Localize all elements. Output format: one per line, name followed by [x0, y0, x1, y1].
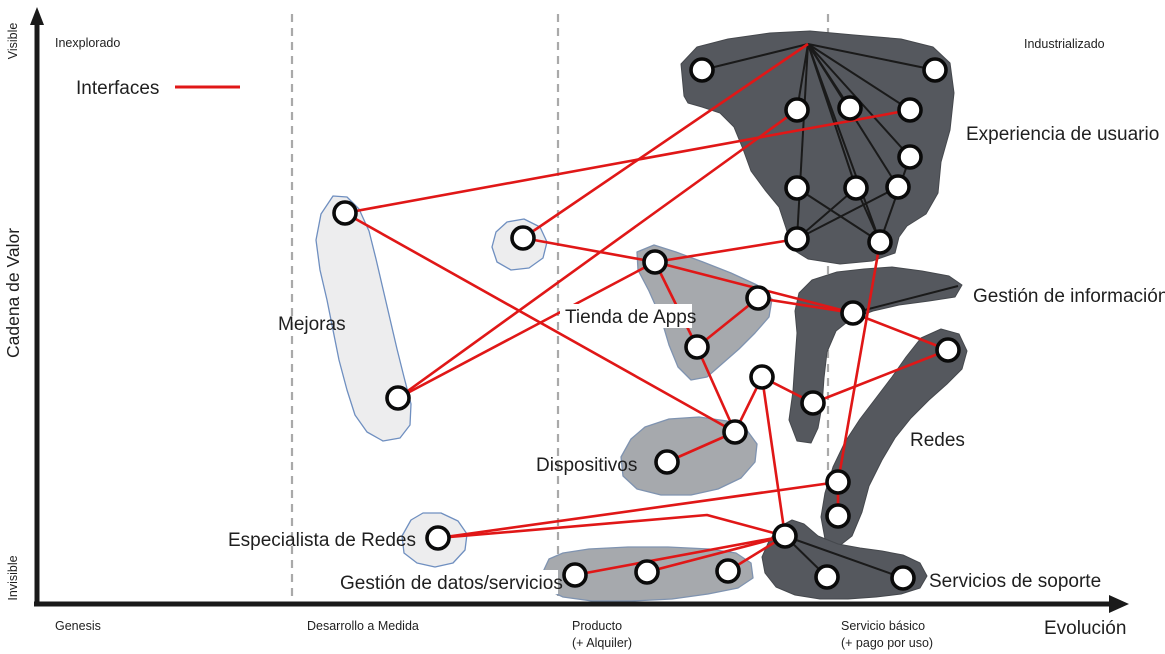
map-node-M1: [749, 364, 775, 390]
y-axis-arrowhead: [30, 7, 44, 25]
label-gestion-datos: Gestión de datos/servicios: [340, 573, 563, 594]
map-node-sp: [425, 525, 451, 551]
dependency-edge: [796, 186, 899, 240]
interface-edge: [654, 237, 798, 264]
label-gestion-info: Gestión de información: [973, 286, 1165, 307]
map-node-t1: [642, 249, 668, 275]
label-bg-tienda-de-apps: [560, 304, 692, 328]
label-industrializado: Industrializado: [1024, 37, 1105, 51]
map-node-B: [825, 503, 851, 529]
interface-edge: [852, 311, 949, 352]
dependency-edge: [807, 43, 911, 111]
label-experiencia: Experiencia de usuario: [966, 124, 1159, 145]
dependency-edge: [879, 156, 911, 243]
label-redes: Redes: [910, 430, 965, 451]
interface-edge: [397, 108, 798, 400]
interface-edge: [760, 376, 787, 537]
map-node-sb: [510, 225, 536, 251]
map-node-gd3: [715, 558, 741, 584]
map-node-e7: [784, 175, 810, 201]
label-invisible: Invisible: [6, 555, 20, 600]
interface-edge: [646, 534, 786, 574]
interface-edge: [397, 260, 656, 400]
map-node-e2: [922, 57, 948, 83]
map-node-r1: [935, 337, 961, 363]
label-genesis: Genesis: [55, 619, 101, 633]
map-node-e6: [897, 144, 923, 170]
dependency-edge: [796, 43, 809, 240]
interface-edge: [522, 42, 809, 240]
dependency-edge: [796, 187, 857, 240]
map-node-t2: [745, 285, 771, 311]
label-servicio-basico: Servicio básico: [841, 619, 925, 633]
label-mejoras: Mejoras: [278, 314, 346, 335]
interface-edge: [696, 296, 759, 349]
dependency-edge: [784, 535, 904, 579]
map-node-d2: [654, 449, 680, 475]
map-node-e11: [867, 229, 893, 255]
label-producto: Producto: [572, 619, 622, 633]
dependency-edge: [807, 43, 881, 243]
label-tienda-de-apps: Tienda de Apps: [565, 307, 696, 328]
map-node-e8: [843, 175, 869, 201]
map-node-t3: [684, 334, 710, 360]
map-node-s3: [890, 565, 916, 591]
map-node-gd2: [634, 559, 660, 585]
interface-edge: [757, 296, 854, 315]
map-node-m1: [332, 200, 358, 226]
interface-edge: [522, 236, 656, 264]
map-node-e3: [784, 97, 810, 123]
map-node-s1: [772, 523, 798, 549]
map-node-e9: [885, 174, 911, 200]
label-soporte: Servicios de soporte: [929, 571, 1101, 592]
label-visible: Visible: [6, 23, 20, 60]
interface-edge: [695, 346, 737, 433]
label-alquiler: (+ Alquiler): [572, 636, 632, 650]
label-dispositivos: Dispositivos: [536, 455, 637, 476]
label-evolucion: Evolución: [1044, 618, 1126, 639]
cluster-blob-experiencia-de-usuario: [680, 30, 955, 265]
label-cadena-de-valor: Cadena de Valor: [3, 228, 23, 358]
map-node-A: [825, 469, 851, 495]
dependency-edge: [807, 43, 936, 71]
map-node-e1: [689, 57, 715, 83]
label-especialista: Especialista de Redes: [228, 530, 416, 551]
label-desarrollo: Desarrollo a Medida: [307, 619, 419, 633]
cluster-blob-servicios-de-soporte: [761, 519, 928, 600]
map-node-e4: [837, 95, 863, 121]
label-pago-por-uso: (+ pago por uso): [841, 636, 933, 650]
interface-edge: [574, 534, 786, 577]
map-node-gd1: [562, 562, 588, 588]
label-bg-gestion-datos: [336, 570, 558, 594]
map-node-m2: [385, 385, 411, 411]
map-node-g1: [840, 300, 866, 326]
label-inexplorado: Inexplorado: [55, 36, 120, 50]
x-axis-arrowhead: [1109, 595, 1129, 613]
dependency-edge: [796, 187, 881, 243]
interface-edge: [812, 348, 949, 405]
map-node-s2: [814, 564, 840, 590]
cluster-blob-redes: [820, 328, 968, 548]
dependency-edge: [852, 285, 959, 314]
map-node-e10: [784, 226, 810, 252]
map-node-d1: [722, 419, 748, 445]
dependency-edge: [701, 43, 809, 71]
cluster-blob-mejoras: [315, 195, 412, 442]
label-interfaces: Interfaces: [76, 78, 159, 99]
interface-edge: [344, 108, 911, 215]
map-node-M2: [800, 390, 826, 416]
map-node-e5: [897, 97, 923, 123]
interface-edge: [836, 241, 882, 483]
interface-edge: [437, 513, 786, 540]
interface-edge: [437, 480, 839, 540]
